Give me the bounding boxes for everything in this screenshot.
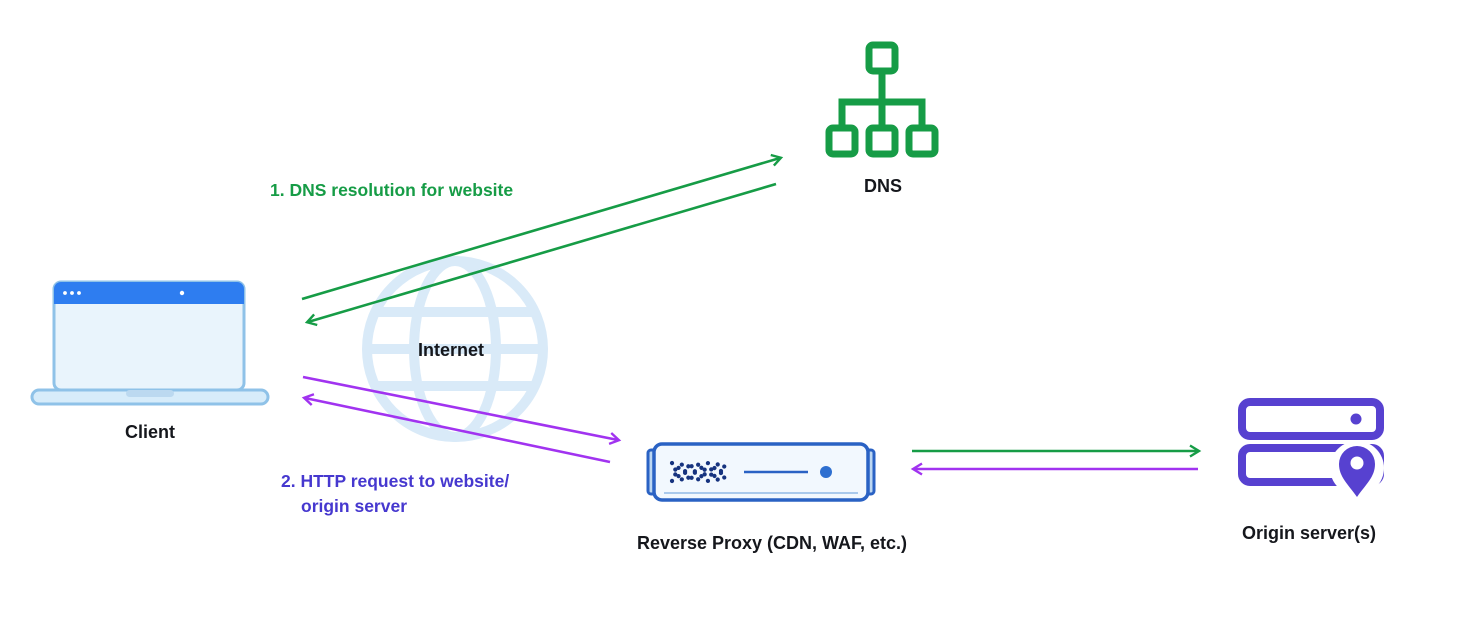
server-stack-location-pin-icon (1238, 398, 1384, 497)
step1-dns-resolution-label: 1. DNS resolution for website (270, 180, 514, 200)
laptop-icon (30, 280, 270, 406)
client-label: Client (124, 422, 176, 442)
step2-http-request-label-line1: 2. HTTP request to website/ (281, 471, 510, 491)
reverse-proxy-label: Reverse Proxy (CDN, WAF, etc.) (636, 533, 908, 553)
step2-http-request-label-line2: origin server (301, 496, 408, 516)
sitemap-icon (825, 41, 939, 158)
dns-label: DNS (863, 176, 903, 196)
server-appliance-icon (646, 442, 876, 502)
origin-server-label: Origin server(s) (1241, 523, 1377, 543)
internet-label: Internet (417, 340, 485, 360)
